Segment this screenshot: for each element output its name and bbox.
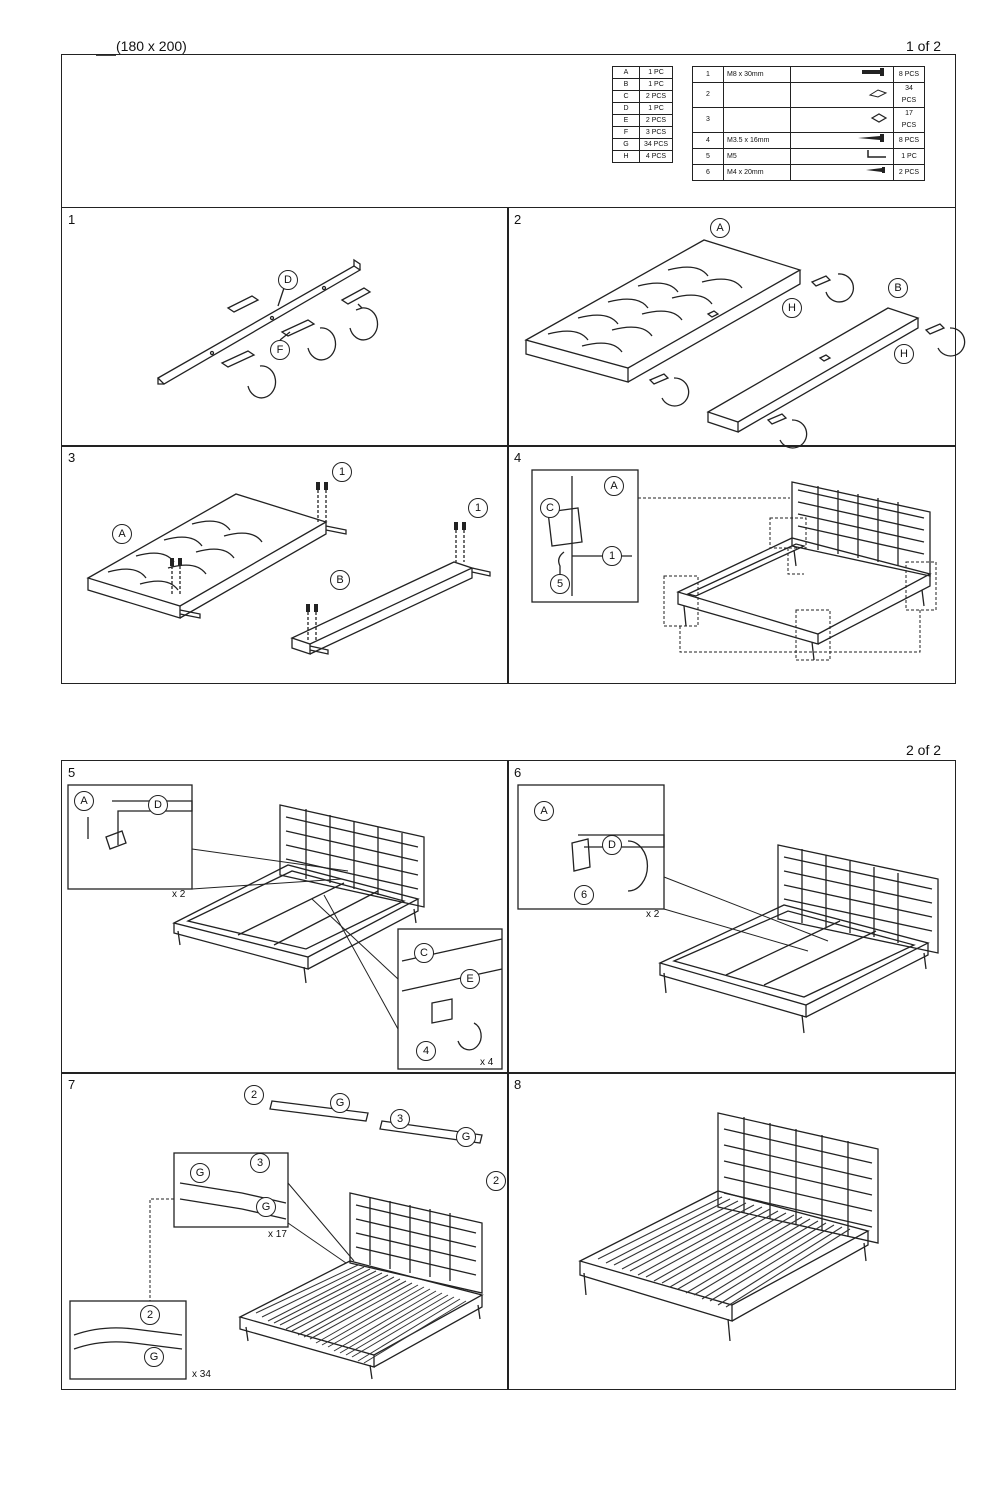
part-label: H <box>894 344 914 364</box>
part-label: 3 <box>390 1109 410 1129</box>
quantity-note: x 17 <box>268 1229 287 1240</box>
table-row: 1 M8 x 30mm 8 PCS <box>692 66 925 83</box>
step-number: 5 <box>68 765 76 780</box>
part-label: A <box>112 524 132 544</box>
step-3-illustration <box>86 482 491 655</box>
page-label-2: 2 of 2 <box>906 742 942 758</box>
table-row: 6 M4 x 20mm 2 PCS <box>692 164 925 181</box>
screw-icon <box>790 132 894 149</box>
part-label: G <box>256 1197 276 1217</box>
part-label: D <box>602 835 622 855</box>
part-label: 1 <box>602 546 622 566</box>
part-label: 2 <box>486 1171 506 1191</box>
step-8-panel: 8 <box>507 1072 956 1390</box>
part-label: H <box>782 298 802 318</box>
slat-clip-icon <box>790 82 894 108</box>
page-label-1: 1 of 2 <box>906 38 942 54</box>
table-row: 5 M5 1 PC <box>692 148 925 165</box>
step-5-illustration <box>67 784 503 1070</box>
slat-connector-icon <box>790 107 894 133</box>
step-number: 3 <box>68 450 76 465</box>
part-label: 1 <box>332 462 352 482</box>
part-label: G <box>330 1093 350 1113</box>
table-row: 2 34 PCS <box>692 82 925 108</box>
size-label-underline <box>96 55 116 56</box>
step-number: 8 <box>514 1077 522 1092</box>
step-1-panel: 1 D F <box>61 207 509 447</box>
part-label: C <box>414 943 434 963</box>
step-number: 1 <box>68 212 76 227</box>
bolt-icon <box>790 66 894 83</box>
step-number: 6 <box>514 765 522 780</box>
table-row: 4 M3.5 x 16mm 8 PCS <box>692 132 925 149</box>
part-label: D <box>148 795 168 815</box>
part-label: 3 <box>250 1153 270 1173</box>
part-label: B <box>330 570 350 590</box>
quantity-note: x 2 <box>646 909 660 920</box>
step-number: 2 <box>514 212 522 227</box>
part-label: 6 <box>574 885 594 905</box>
step-2-panel: 2 A B H H <box>507 207 966 449</box>
quantity-note: x 4 <box>480 1057 494 1068</box>
part-label: F <box>270 340 290 360</box>
small-screw-icon <box>790 164 894 181</box>
quantity-note: x 34 <box>192 1369 211 1380</box>
part-label: 2 <box>244 1085 264 1105</box>
step-6-illustration <box>517 784 939 1034</box>
step-6-panel: 6 A D 6 x 2 <box>507 760 956 1074</box>
part-label: A <box>604 476 624 496</box>
part-label: A <box>534 801 554 821</box>
hardware-table: 1 M8 x 30mm 8 PCS 2 34 PCS 3 17 PCS 4 M3… <box>692 66 925 181</box>
step-number: 7 <box>68 1077 76 1092</box>
part-label: D <box>278 270 298 290</box>
step-5-panel: 5 A D C E 4 x 2 <box>61 760 509 1074</box>
step-number: 4 <box>514 450 522 465</box>
part-label: A <box>74 791 94 811</box>
part-label: A <box>710 218 730 238</box>
part-label: E <box>460 969 480 989</box>
step-7-panel: 7 2 G 3 G 2 G 3 G <box>61 1072 509 1390</box>
quantity-note: x 2 <box>172 889 186 900</box>
step-4-panel: 4 A C 1 5 <box>507 445 956 684</box>
part-label: G <box>456 1127 476 1147</box>
table-row: 3 17 PCS <box>692 107 925 133</box>
part-label: 1 <box>468 498 488 518</box>
allen-key-icon <box>790 148 894 165</box>
step-3-panel: 3 A <box>61 445 509 684</box>
part-label: 2 <box>140 1305 160 1325</box>
part-label: B <box>888 278 908 298</box>
size-label: (180 x 200) <box>116 38 187 54</box>
step-8-illustration <box>578 1112 879 1342</box>
part-label: 4 <box>416 1041 436 1061</box>
step-4-illustration <box>531 469 937 661</box>
part-label: C <box>540 498 560 518</box>
part-label: G <box>144 1347 164 1367</box>
step-1-illustration <box>156 258 379 399</box>
part-label: G <box>190 1163 210 1183</box>
step-2-illustration <box>524 239 966 449</box>
part-label: 5 <box>550 574 570 594</box>
